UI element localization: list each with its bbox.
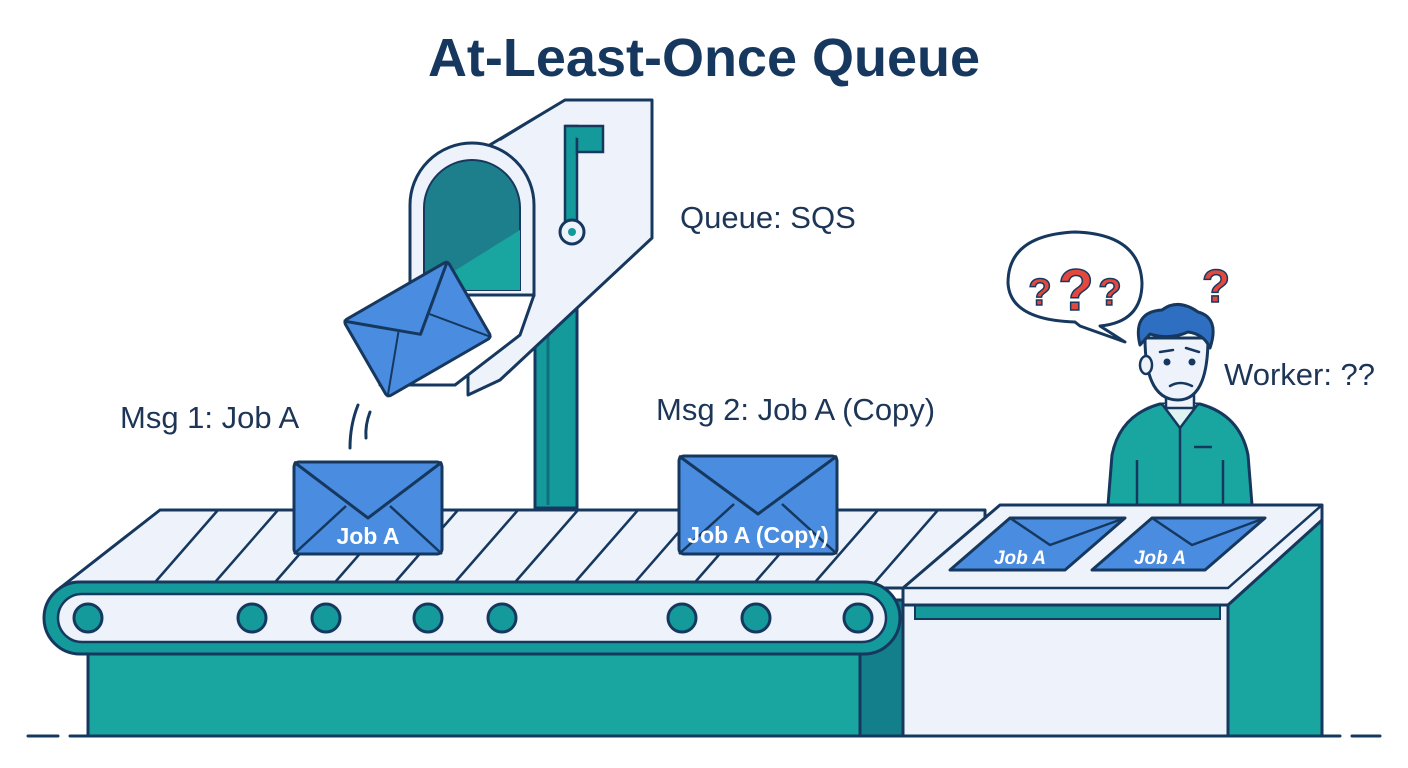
queue-label: Queue: SQS <box>680 200 856 235</box>
mailbox-flag <box>558 124 605 246</box>
question-mark-3: ? <box>1098 272 1121 314</box>
question-mark-1: ? <box>1028 272 1051 314</box>
worker <box>1106 303 1254 507</box>
envelope-msg2: Job A (Copy) <box>677 454 839 556</box>
diagram-title: At-Least-Once Queue <box>428 28 980 88</box>
conveyor-rollers <box>72 602 874 634</box>
envelope-msg2-label: Job A (Copy) <box>687 522 828 548</box>
tray-envelope-2-label: Job A <box>1134 548 1186 569</box>
motion-lines <box>348 403 372 450</box>
envelope-msg1: Job A <box>292 460 444 556</box>
tray-envelope-1: Job A <box>948 516 1127 572</box>
question-mark-2: ? <box>1058 258 1093 323</box>
tray-envelope-2: Job A <box>1090 516 1267 572</box>
conveyor <box>42 508 987 738</box>
worker-label: Worker: ?? <box>1224 357 1375 392</box>
msg1-label: Msg 1: Job A <box>120 400 300 435</box>
msg2-label: Msg 2: Job A (Copy) <box>656 392 935 427</box>
worker-desk: Job A Job A <box>901 503 1324 738</box>
falling-envelope <box>343 260 492 398</box>
envelope-msg1-label: Job A <box>336 523 399 549</box>
thought-bubble: ? ? ? <box>1006 230 1144 344</box>
tray-envelope-1-label: Job A <box>994 548 1046 569</box>
floating-question-mark: ? <box>1202 260 1230 312</box>
conveyor-belt-top <box>58 508 987 590</box>
worker-head <box>1143 336 1210 402</box>
conveyor-base <box>86 638 865 738</box>
worker-hair <box>1136 303 1215 350</box>
mailbox-queue <box>343 98 654 510</box>
